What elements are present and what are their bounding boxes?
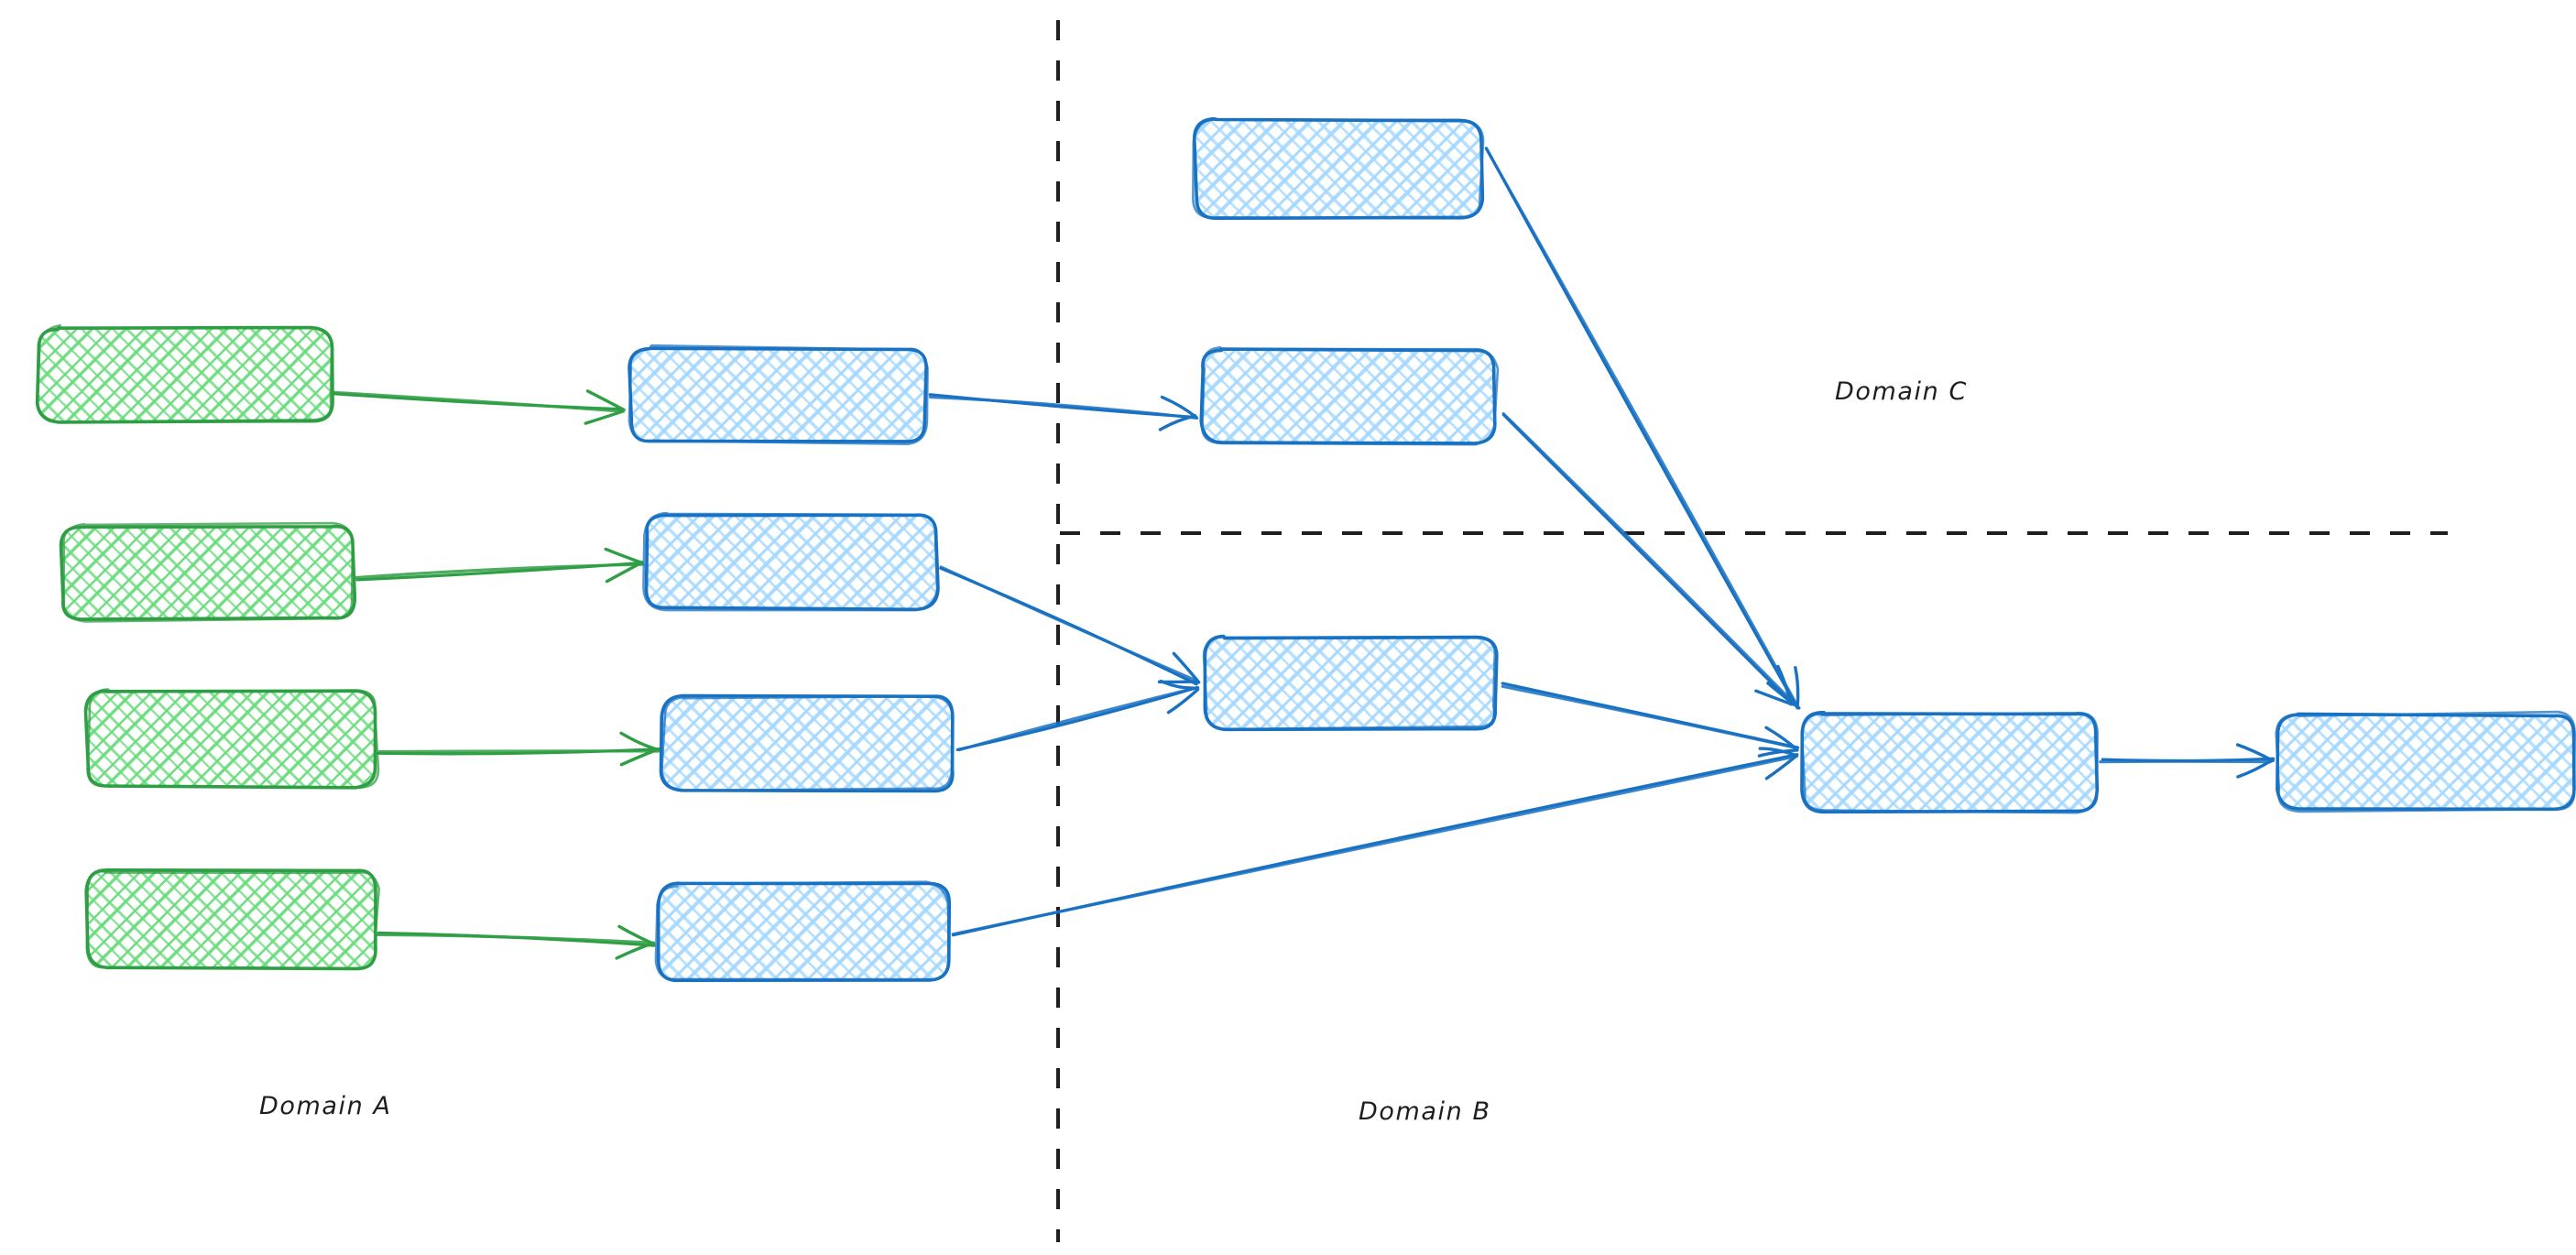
node-a4[interactable] (84, 868, 381, 971)
domain-label-a: Domain A (259, 1092, 392, 1120)
divider-layer (1056, 20, 2448, 1242)
node-fill-a1 (38, 328, 332, 421)
edge-a3-to-b3 (377, 731, 660, 767)
node-fill-b4 (658, 884, 949, 980)
edge-m1-to-s1 (1501, 682, 1800, 758)
node-fill-a3 (87, 692, 377, 787)
node-fill-s2 (2278, 715, 2574, 809)
edge-a4-to-b4 (376, 924, 656, 960)
edge-a1-to-b1 (330, 389, 626, 425)
node-a2[interactable] (59, 521, 357, 623)
edge-b1-to-c2 (928, 393, 1199, 431)
domain-label-c: Domain C (1835, 377, 1969, 406)
node-a1[interactable] (35, 323, 334, 424)
node-fill-c2 (1202, 350, 1495, 442)
node-fill-b1 (630, 348, 925, 442)
node-fill-b3 (662, 696, 954, 790)
node-s1[interactable] (1800, 710, 2100, 814)
node-fill-m1 (1205, 637, 1496, 729)
node-s2[interactable] (2275, 710, 2576, 813)
node-fill-c1 (1195, 120, 1481, 218)
node-b2[interactable] (642, 511, 940, 612)
node-a3[interactable] (83, 688, 380, 790)
node-fill-a4 (87, 870, 377, 967)
node-b4[interactable] (654, 880, 952, 983)
edge-c1-to-s1 (1484, 147, 1801, 710)
edge-s1-to-s2 (2099, 743, 2276, 779)
edge-a2-to-b2 (354, 547, 645, 584)
node-m1[interactable] (1202, 634, 1499, 732)
node-b1[interactable] (628, 344, 929, 446)
node-layer (35, 116, 2576, 983)
node-fill-b2 (646, 515, 937, 608)
edge-b2-to-m1 (939, 565, 1201, 686)
node-b3[interactable] (659, 693, 955, 793)
edge-b3-to-m1 (955, 679, 1200, 752)
edge-b4-to-s1 (951, 747, 1799, 937)
node-fill-a2 (62, 526, 354, 619)
node-fill-s1 (1803, 713, 2096, 811)
domain-label-b: Domain B (1359, 1097, 1491, 1126)
node-c1[interactable] (1192, 116, 1485, 221)
edge-layer (330, 147, 2276, 960)
edge-c2-to-s1 (1501, 412, 1795, 706)
node-c2[interactable] (1199, 345, 1500, 446)
